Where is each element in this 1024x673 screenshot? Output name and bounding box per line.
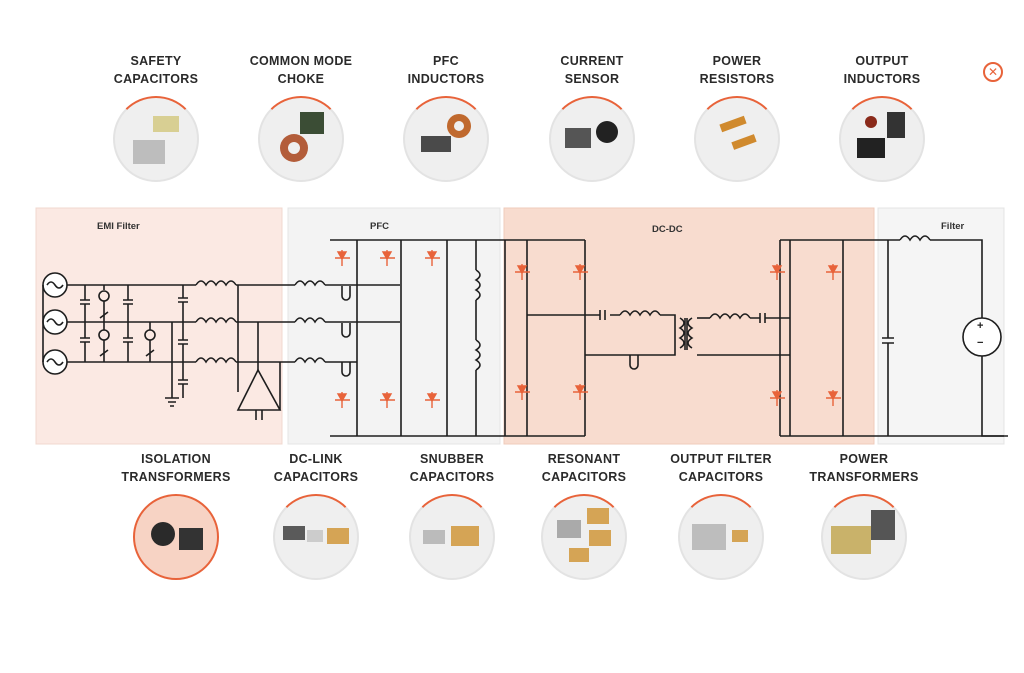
output-inductors-image[interactable] <box>839 96 925 182</box>
close-button[interactable]: ✕ <box>983 62 1003 82</box>
section-label-emi: EMI Filter <box>97 221 140 232</box>
close-icon: ✕ <box>987 65 999 79</box>
power-resistors-image[interactable] <box>694 96 780 182</box>
pfc-inductors-image[interactable] <box>403 96 489 182</box>
resonant-capacitors-image[interactable] <box>541 494 627 580</box>
emi-filter-section <box>35 207 283 445</box>
current-sensor-image[interactable] <box>549 96 635 182</box>
power-transformers-image[interactable] <box>821 494 907 580</box>
dc-link-capacitors-image[interactable] <box>273 494 359 580</box>
source-minus: − <box>977 337 984 349</box>
output-filter-capacitors-image[interactable] <box>678 494 764 580</box>
isolation-transformers-image[interactable] <box>133 494 219 580</box>
section-label-filter: Filter <box>941 221 965 232</box>
common-mode-choke-image[interactable] <box>258 96 344 182</box>
pfc-section <box>287 207 501 445</box>
source-plus: + <box>977 320 984 332</box>
snubber-capacitors-image[interactable] <box>409 494 495 580</box>
section-label-dcdc: DC-DC <box>652 224 683 235</box>
safety-capacitors-image[interactable] <box>113 96 199 182</box>
section-label-pfc: PFC <box>370 221 389 232</box>
